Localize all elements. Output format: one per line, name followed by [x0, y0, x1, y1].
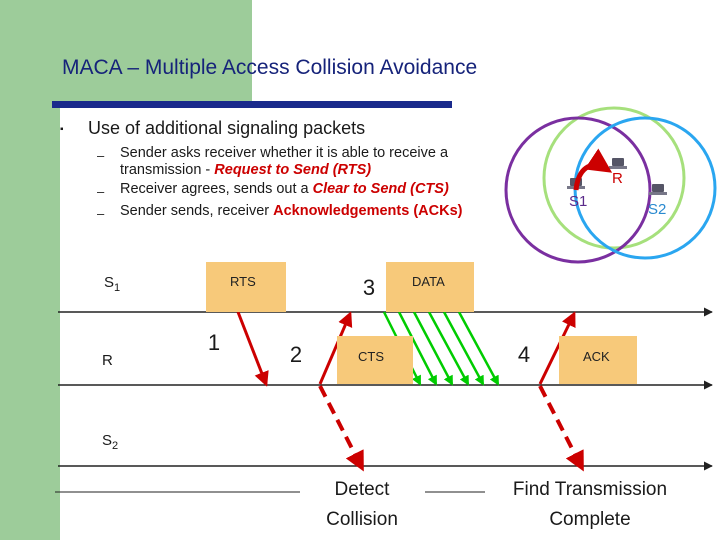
- data-signal-arrow: [457, 311, 500, 386]
- sub-item-1-line2: transmission - Request to Send (RTS): [120, 162, 372, 178]
- sub-item-3: Sender sends, receiver Acknowledgements …: [120, 203, 463, 219]
- decorative-green-bar: [0, 0, 60, 540]
- range-circle-purple: [504, 116, 652, 264]
- node-label-r: R: [612, 170, 623, 187]
- node-label-s1: S1: [569, 193, 588, 210]
- ack-signal-arrow-up: [538, 311, 576, 385]
- row-label-s2: S2: [102, 432, 119, 452]
- row-label-s1: S1: [104, 274, 121, 294]
- ack-signal-arrow-down: [538, 385, 584, 472]
- sub-dash-3: –: [97, 206, 105, 221]
- sub-item-2: Receiver agrees, sends out a Clear to Se…: [120, 181, 449, 197]
- data-packet: [386, 262, 474, 312]
- step-number-3: 3: [356, 275, 382, 305]
- data-packet-label: DATA: [412, 274, 445, 289]
- rts-curved-arrow: [573, 148, 613, 191]
- computer-icon: [649, 184, 667, 195]
- bullet-marker: ▪: [60, 124, 64, 135]
- row-label-r: R: [102, 352, 113, 369]
- decorative-green-block: [60, 0, 252, 106]
- sub-dash-1: –: [97, 148, 105, 163]
- rts-packet: [206, 262, 286, 312]
- data-signal-arrow: [442, 311, 485, 386]
- step-number-2: 2: [282, 342, 310, 372]
- cts-signal-arrow-down: [318, 385, 364, 472]
- range-circle-green: [542, 106, 686, 250]
- rts-packet-label: RTS: [230, 274, 256, 289]
- cts-packet: [337, 336, 413, 384]
- step-number-4: 4: [510, 342, 538, 372]
- node-label-s2: S2: [648, 201, 667, 218]
- step-number-1: 1: [198, 330, 230, 360]
- data-signal-arrow: [427, 311, 470, 386]
- sub-dash-2: –: [97, 184, 105, 199]
- rts-signal-arrow: [236, 311, 269, 387]
- data-signal-arrow: [397, 311, 438, 386]
- cts-packet-label: CTS: [358, 349, 384, 364]
- caption-detect-collision: Detect Collision: [326, 479, 398, 530]
- data-signal-arrow: [412, 311, 454, 386]
- cts-signal-arrow-up: [318, 311, 353, 385]
- caption-find-transmission-complete: Find Transmission Complete: [512, 479, 668, 530]
- rts-highlight: Request to Send (RTS): [214, 162, 372, 178]
- title-underline: [52, 101, 452, 108]
- ack-highlight: Acknowledgements (ACKs): [273, 203, 463, 219]
- ack-packet-label: ACK: [583, 349, 610, 364]
- range-circle-blue: [573, 116, 717, 260]
- computer-icon: [609, 158, 627, 169]
- slide-title: MACA – Multiple Access Collision Avoidan…: [62, 56, 478, 79]
- sub-item-1-line1: Sender asks receiver whether it is able …: [120, 145, 449, 161]
- sub-item-1: Sender asks receiver whether it is able …: [120, 145, 448, 179]
- bullet-text: Use of additional signaling packets: [88, 118, 366, 138]
- cts-highlight: Clear to Send (CTS): [312, 181, 449, 197]
- ack-packet: [559, 336, 637, 384]
